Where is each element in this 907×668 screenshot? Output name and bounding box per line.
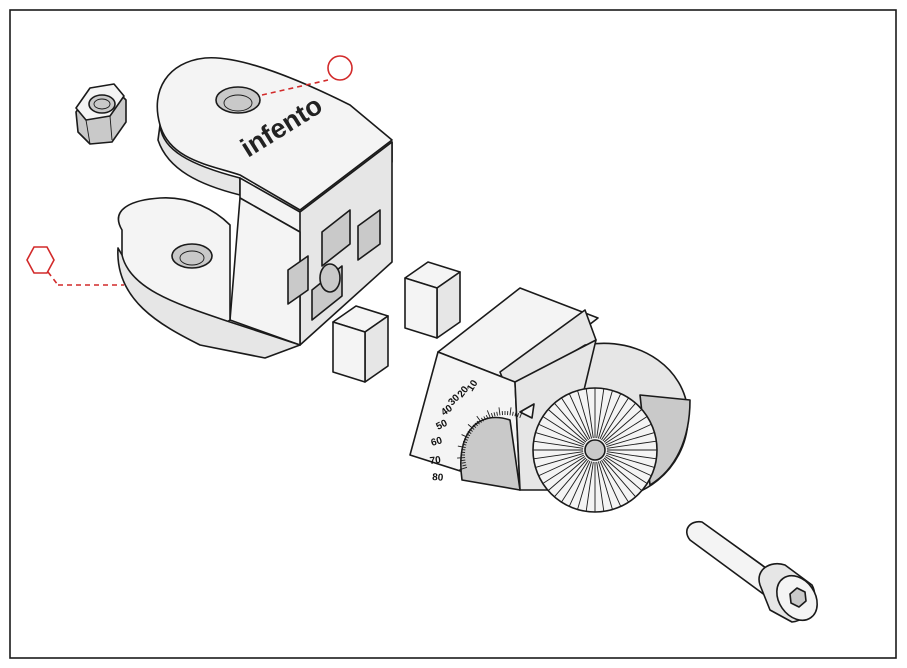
gear-tooth (535, 432, 584, 448)
scale-tick (461, 462, 466, 464)
scale-label: 80 (432, 472, 444, 484)
scale-label: 50 (434, 418, 449, 433)
scale-tick (498, 407, 501, 416)
scale-tick (516, 413, 520, 418)
key-block-upper (404, 261, 461, 339)
scale-tick (466, 433, 471, 437)
gear-tooth (568, 393, 591, 440)
scale-tick (463, 440, 468, 444)
gear-tooth (604, 456, 648, 484)
scale-tick (481, 417, 484, 422)
gear-tooth (606, 451, 657, 460)
scale-tick (486, 410, 491, 418)
gear-tooth (542, 416, 586, 444)
left-marker-icon (26, 246, 124, 286)
gear-teeth (532, 387, 658, 513)
scale-tick (461, 434, 469, 439)
diagram-frame (9, 9, 897, 659)
gear-tooth (605, 423, 652, 446)
gear-tooth (606, 440, 657, 449)
scale-tick (461, 449, 466, 451)
cap-screw (686, 520, 818, 623)
scale-tick (459, 466, 468, 471)
scale-tick (463, 438, 468, 441)
gear-tooth (602, 458, 636, 498)
gear-tooth (554, 402, 588, 442)
gear-tooth (585, 461, 594, 512)
gear-tooth (561, 397, 589, 441)
gear-tooth (538, 423, 585, 446)
scale-tick (462, 443, 467, 446)
gear-tooth (596, 461, 605, 512)
gear-tooth (599, 393, 622, 440)
gear-tooth (604, 416, 648, 444)
gear-tooth (568, 460, 591, 507)
scale-tick (485, 414, 489, 419)
scale-tick (493, 412, 496, 417)
scale-label: 60 (430, 435, 444, 449)
gear-tooth (577, 390, 593, 439)
gear-tooth (577, 461, 593, 510)
key-block-lower (332, 305, 389, 383)
scale-tick (514, 412, 517, 417)
gear-tooth (603, 409, 643, 443)
clevis-bracket: infento (117, 56, 393, 359)
gear-tooth (599, 460, 622, 507)
gear-tooth (602, 402, 636, 442)
scale-tick (512, 411, 514, 416)
gear-tooth (606, 432, 655, 448)
gear-tooth (603, 457, 643, 491)
gear-tooth (554, 458, 588, 498)
scale-tick (519, 410, 524, 418)
gear-tooth (597, 390, 613, 439)
hex-nut (75, 83, 127, 145)
gear-tooth (535, 452, 584, 468)
gear-tooth (597, 461, 613, 510)
gear-tooth (533, 440, 584, 449)
scale-tick (476, 420, 480, 425)
scale-tick (483, 416, 487, 421)
angle-scale-ticks (457, 407, 524, 471)
angle-adjuster: 10 20 30 40 50 60 70 80 (409, 287, 691, 513)
gear-tooth (585, 388, 594, 439)
top-marker-icon (261, 55, 353, 96)
gear-tooth (561, 459, 589, 503)
gear-tooth (533, 451, 584, 460)
gear-tooth (542, 456, 586, 484)
scale-tick (467, 424, 475, 430)
gear-tooth (547, 457, 587, 491)
gear-tooth (601, 459, 629, 503)
gear-tooth (605, 454, 652, 477)
scale-tick (496, 411, 498, 416)
scale-tick (490, 413, 494, 418)
gear-tooth (596, 388, 605, 439)
scale-tick (462, 464, 467, 467)
scale-tick (476, 415, 482, 423)
scale-tick (467, 431, 472, 434)
scale-tick (457, 445, 466, 448)
scale-tick (472, 424, 477, 428)
gear-tooth (538, 454, 585, 477)
scale-tick (457, 457, 466, 459)
scale-tick (469, 428, 473, 432)
scale-tick (474, 422, 478, 427)
scale-tick (461, 459, 466, 461)
gear-tooth (606, 452, 655, 468)
scale-label: 70 (429, 455, 442, 467)
gear-tooth (547, 409, 587, 443)
scale-tick (509, 407, 512, 416)
gear-tooth (601, 397, 629, 441)
